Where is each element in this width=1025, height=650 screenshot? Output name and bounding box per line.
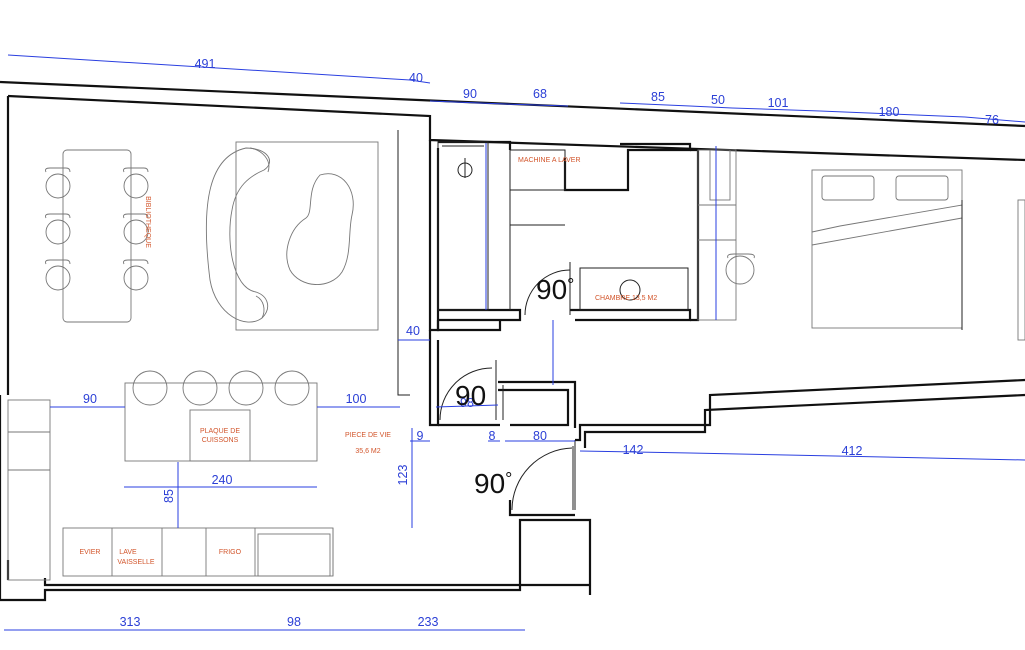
dim-bottom-98: 98 xyxy=(287,615,301,629)
label-dishwasher-line1: LAVE xyxy=(119,549,137,556)
dim-top-85: 85 xyxy=(651,90,665,104)
dim-top-491: 491 xyxy=(195,57,216,71)
dim-top-40: 40 xyxy=(409,71,423,85)
dim-top-50: 50 xyxy=(711,93,725,107)
dimension-lines xyxy=(4,54,1025,631)
dim-top-90: 90 xyxy=(463,87,477,101)
dim-top-180: 180 xyxy=(879,105,900,119)
door-angle-laundry: 90 xyxy=(455,380,486,411)
dim-top-101: 101 xyxy=(768,96,789,110)
kitchen-island xyxy=(124,370,318,462)
label-fridge: FRIGO xyxy=(219,549,242,556)
dim-bottom-233: 233 xyxy=(418,615,439,629)
bathroom-fixtures xyxy=(437,141,689,311)
door-angle-bath: 90° xyxy=(536,274,574,305)
dim-80: 80 xyxy=(533,429,547,443)
dimension-labels: 491 40 90 68 85 50 101 180 76 40 90 100 … xyxy=(83,57,999,629)
door-angle-entry: 90° xyxy=(474,468,512,499)
label-bedroom: CHAMBRE 13,5 M2 xyxy=(595,295,657,302)
label-living-area: 35,6 M2 xyxy=(355,448,380,455)
label-sink: EVIER xyxy=(79,549,100,556)
dim-142: 142 xyxy=(623,443,644,457)
door-angle-labels: 90° 90 90° xyxy=(455,274,574,499)
label-hob-line2: CUISSONS xyxy=(202,437,239,444)
dim-top-76: 76 xyxy=(985,113,999,127)
room-labels: MACHINE A LAVER CHAMBRE 13,5 M2 BIBLIOTH… xyxy=(79,157,657,566)
interior-walls xyxy=(397,130,700,517)
dim-bottom-313: 313 xyxy=(120,615,141,629)
dim-100: 100 xyxy=(346,392,367,406)
dim-98-door: 98 xyxy=(460,396,474,410)
label-hob-line1: PLAQUE DE xyxy=(200,428,240,435)
dim-240: 240 xyxy=(212,473,233,487)
dining-table-set xyxy=(45,149,149,323)
dim-40-wall: 40 xyxy=(406,324,420,338)
dim-412: 412 xyxy=(842,444,863,458)
rug-and-sofa xyxy=(205,141,379,331)
dim-9: 9 xyxy=(417,429,424,443)
label-dishwasher-line2: VAISSELLE xyxy=(117,559,155,566)
dim-90-left: 90 xyxy=(83,392,97,406)
outer-walls xyxy=(0,80,1025,602)
bedroom-furniture xyxy=(697,149,1025,341)
door-swings xyxy=(439,262,574,511)
label-library: BIBLIOTHEQUE xyxy=(144,196,151,248)
kitchen-counter xyxy=(7,399,334,581)
label-living-room: PIECE DE VIE xyxy=(345,432,391,439)
dim-8: 8 xyxy=(489,429,496,443)
dim-123-vertical: 123 xyxy=(396,465,410,486)
dim-top-68: 68 xyxy=(533,87,547,101)
dim-85-vertical: 85 xyxy=(162,489,176,503)
label-laundry: MACHINE A LAVER xyxy=(518,157,581,164)
